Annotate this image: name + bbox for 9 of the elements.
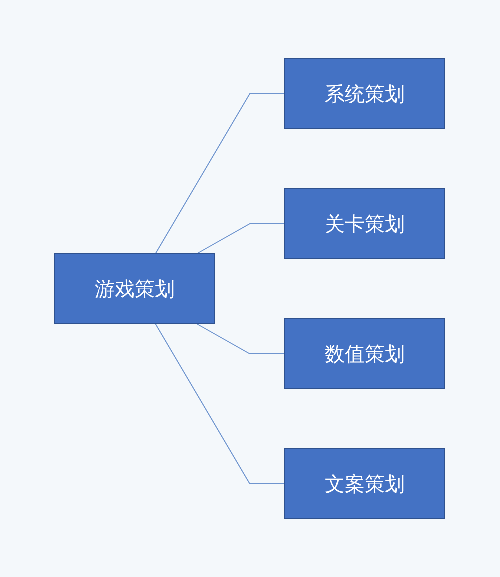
node-box: 关卡策划 (284, 188, 446, 259)
node-box: 游戏策划 (54, 253, 216, 324)
connector (155, 323, 286, 484)
connector (196, 223, 286, 254)
connector (196, 323, 286, 354)
node-box: 文案策划 (284, 448, 446, 519)
connector (155, 93, 286, 254)
node-box: 数值策划 (284, 318, 446, 389)
node-box: 系统策划 (284, 58, 446, 129)
